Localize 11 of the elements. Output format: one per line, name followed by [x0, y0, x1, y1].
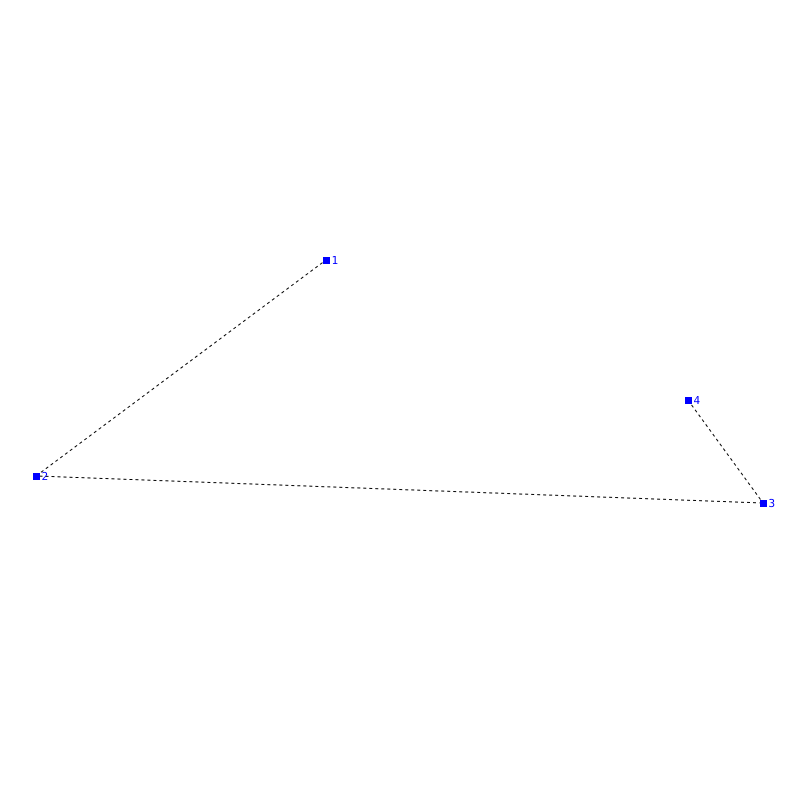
dashed-line [39, 262, 323, 474]
point-label: 2 [42, 471, 48, 482]
square-marker [32, 472, 40, 480]
square-marker [684, 396, 692, 404]
point-label: 3 [768, 498, 776, 509]
point-label: 1 [332, 255, 338, 266]
dashed-line [690, 403, 761, 500]
square-marker [322, 256, 330, 264]
square-marker [760, 500, 766, 506]
point-label: 4 [694, 395, 700, 406]
dashed-line [39, 476, 760, 504]
